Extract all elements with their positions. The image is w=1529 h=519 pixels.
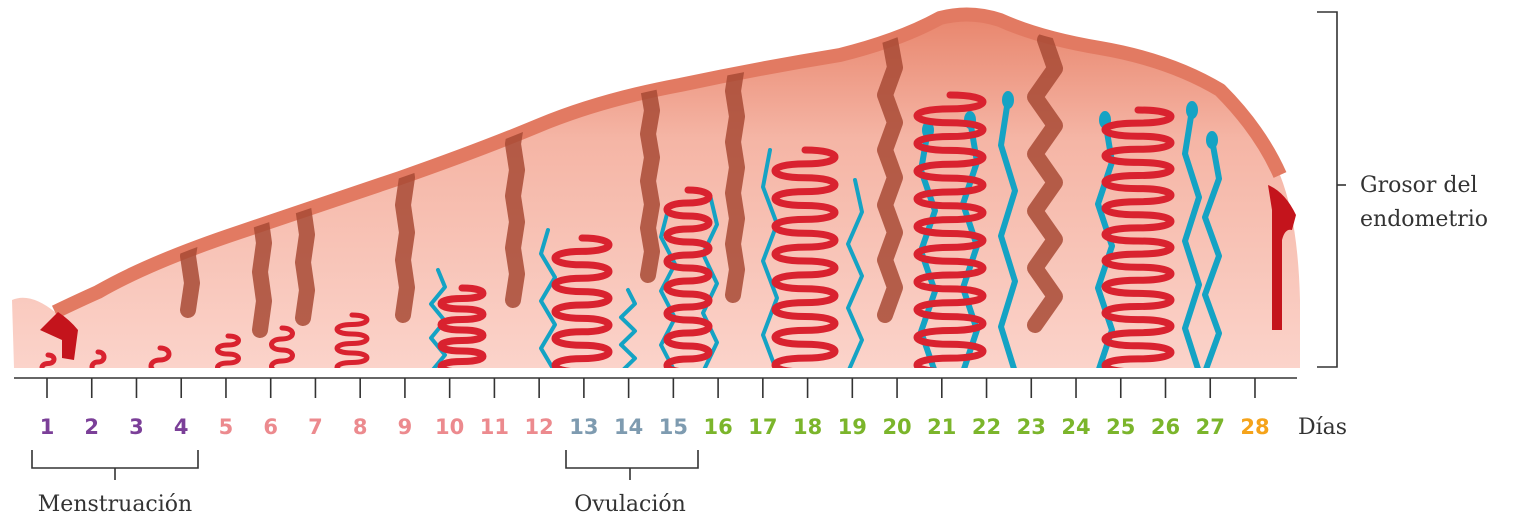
day-label-4: 4 — [174, 415, 189, 439]
day-label-17: 17 — [748, 415, 777, 439]
ovulation-label: Ovulación — [574, 492, 686, 517]
day-label-3: 3 — [129, 415, 144, 439]
menstruation-bracket: Menstruación — [32, 450, 198, 517]
day-label-15: 15 — [659, 415, 688, 439]
day-label-28: 28 — [1240, 415, 1269, 439]
day-label-8: 8 — [353, 415, 368, 439]
thickness-label-line1: Grosor del — [1360, 173, 1478, 198]
day-label-12: 12 — [525, 415, 554, 439]
day-label-13: 13 — [569, 415, 598, 439]
day-label-21: 21 — [927, 415, 956, 439]
day-label-19: 19 — [838, 415, 867, 439]
day-label-14: 14 — [614, 415, 643, 439]
day-label-26: 26 — [1151, 415, 1180, 439]
ovulation-bracket: Ovulación — [566, 450, 698, 517]
day-label-7: 7 — [308, 415, 323, 439]
axis-ticks — [47, 378, 1255, 398]
day-label-1: 1 — [40, 415, 55, 439]
day-label-11: 11 — [480, 415, 509, 439]
day-label-2: 2 — [84, 415, 99, 439]
day-label-5: 5 — [219, 415, 234, 439]
day-label-22: 22 — [972, 415, 1001, 439]
endometrium-tissue — [12, 14, 1300, 372]
day-label-27: 27 — [1196, 415, 1225, 439]
day-label-6: 6 — [263, 415, 278, 439]
day-label-24: 24 — [1061, 415, 1090, 439]
day-label-20: 20 — [882, 415, 911, 439]
day-label-9: 9 — [398, 415, 413, 439]
thickness-label-line2: endometrio — [1360, 207, 1488, 232]
day-label-16: 16 — [703, 415, 732, 439]
day-label-10: 10 — [435, 415, 464, 439]
day-label-18: 18 — [793, 415, 822, 439]
thickness-bracket: Grosor del endometrio — [1317, 12, 1488, 367]
menstruation-label: Menstruación — [38, 492, 192, 517]
day-label-25: 25 — [1106, 415, 1135, 439]
days-label: Días — [1298, 415, 1347, 440]
day-label-23: 23 — [1017, 415, 1046, 439]
